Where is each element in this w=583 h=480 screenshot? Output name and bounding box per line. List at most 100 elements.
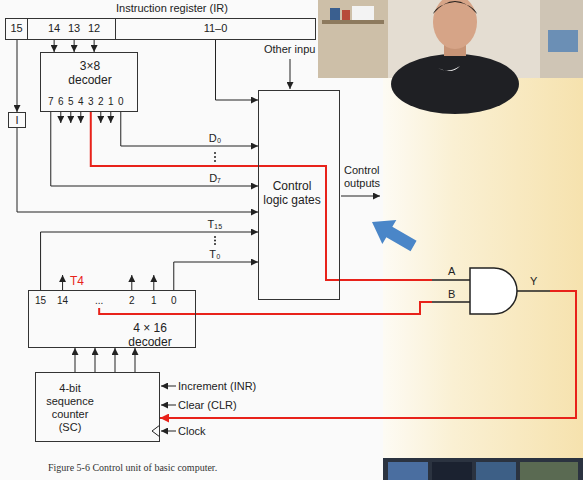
annotation: T4	[70, 275, 84, 288]
strip-ground	[383, 458, 583, 480]
connector-path	[17, 39, 18, 112]
webcam-inset	[318, 0, 583, 114]
output-stub	[100, 112, 101, 123]
output-number: 6	[58, 96, 64, 108]
output-number: 2	[98, 96, 104, 108]
signal-name: Clear (CLR)	[178, 399, 237, 412]
output-number: 1	[108, 96, 114, 108]
decoder-title: 4 × 16 decoder	[117, 321, 183, 349]
register-cell: 15	[6, 19, 28, 39]
connector-path	[41, 232, 258, 290]
connector-path	[115, 348, 116, 372]
output-number: 0	[171, 295, 177, 307]
connector-path	[95, 348, 96, 372]
highlight-wire	[91, 112, 432, 280]
output-stub	[110, 112, 111, 123]
pin-name: B	[448, 288, 455, 301]
webcam-book	[342, 10, 350, 20]
register-cell: 11–0	[116, 19, 315, 39]
output-number: 1	[151, 295, 157, 307]
signal-name: T₀	[207, 248, 222, 261]
input-arrow	[161, 386, 176, 387]
webcam-shelf	[318, 0, 388, 78]
gate-body	[470, 268, 517, 314]
webcam-book	[330, 8, 340, 20]
connector-path	[91, 112, 432, 280]
box-title: Control logic gates	[263, 179, 321, 207]
connector-path	[17, 128, 258, 212]
input-arrow	[290, 59, 291, 89]
signal-line	[75, 348, 135, 372]
strip-thumb	[388, 462, 428, 480]
signal-line	[174, 262, 258, 290]
signal-line	[54, 39, 94, 52]
pointer-arrow	[365, 210, 421, 258]
connector-path	[99, 302, 432, 314]
register-cell: 141312	[28, 19, 116, 39]
bit-number: 14	[48, 22, 60, 35]
output-stub	[70, 112, 71, 123]
clock-symbol	[152, 425, 160, 437]
signal-line	[17, 128, 258, 212]
register-title: Instruction register (IR)	[116, 2, 228, 15]
highlight-wire	[99, 302, 432, 314]
connector-path	[51, 112, 258, 186]
connector-path	[75, 348, 76, 372]
connector-path	[135, 348, 136, 372]
dot	[214, 240, 216, 242]
strip-thumb	[432, 462, 472, 480]
flip-flop-box: I	[8, 112, 26, 128]
output-stub	[131, 275, 132, 290]
strip-thumb	[476, 462, 516, 480]
signal-arrows	[152, 59, 380, 437]
signal-name: Clock	[178, 425, 206, 438]
connector-path	[121, 112, 258, 146]
signal-line	[41, 232, 258, 290]
bit-number: 13	[68, 22, 80, 35]
decoder-title: 3×8 decoder	[64, 59, 116, 87]
decoder-box: 3×8 decoder 76543210	[40, 52, 138, 112]
pin-name: A	[448, 265, 455, 278]
strip-thumb	[520, 462, 578, 480]
video-strip	[383, 458, 583, 480]
signal-name: Increment (INR)	[178, 380, 256, 393]
output-number: 15	[35, 295, 46, 307]
highlight-wire	[160, 291, 576, 418]
output-number: 2	[129, 295, 135, 307]
webcam-logo	[438, 66, 460, 71]
signal-name: D₀	[207, 132, 224, 145]
dot	[214, 236, 216, 238]
output-number: 14	[57, 295, 68, 307]
register-box: 1514131211–0Instruction register (IR)	[5, 18, 316, 40]
pin-name: Y	[530, 275, 537, 288]
webcam-shirt	[391, 54, 519, 114]
connector-path	[74, 39, 75, 52]
signal-name: Other inpu	[264, 43, 315, 56]
output-number: 7	[48, 96, 54, 108]
output-number: 5	[68, 96, 74, 108]
signal-line	[121, 112, 258, 146]
counter-box: 4-bit sequence counter (SC)	[35, 372, 160, 442]
dot	[214, 152, 216, 154]
decoder-box: 4 × 16 decoder1514...210	[28, 290, 196, 348]
connector-path	[94, 39, 95, 52]
output-stub	[153, 275, 154, 290]
connector-path	[216, 39, 259, 100]
output-number: 4	[78, 96, 84, 108]
signal-name: D₇	[207, 172, 223, 185]
webcam-shelf-board	[322, 20, 384, 24]
bit-number: 15	[10, 22, 22, 35]
output-number: 0	[118, 96, 124, 108]
output-number: 3	[88, 96, 94, 108]
output-stub	[62, 275, 63, 290]
input-arrow	[161, 431, 176, 432]
connector-path	[174, 262, 258, 290]
webcam-item	[548, 30, 578, 52]
signal-name: Control outputs	[344, 164, 396, 190]
dot	[214, 243, 216, 245]
control-logic-box: Control logic gates	[258, 90, 340, 300]
bit-range: 11–0	[204, 22, 228, 35]
figure-caption: Figure 5-6 Control unit of basic compute…	[48, 462, 217, 473]
